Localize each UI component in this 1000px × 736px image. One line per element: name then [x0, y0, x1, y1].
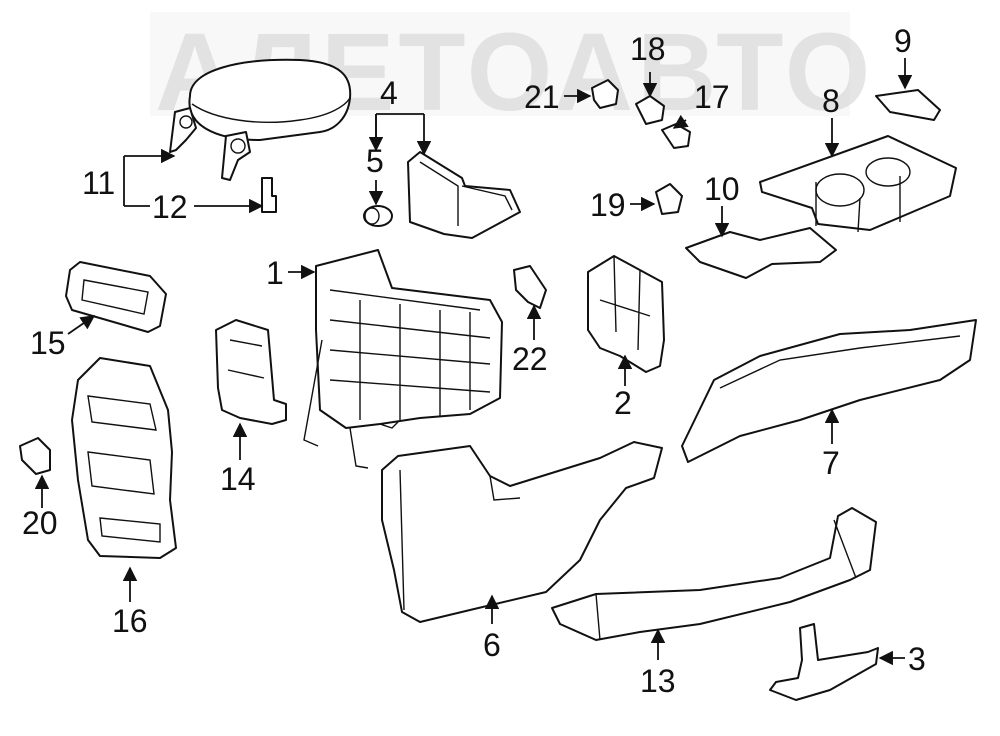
callout-5: 5: [366, 143, 384, 179]
callout-18: 18: [630, 31, 666, 67]
callout-6: 6: [483, 627, 501, 663]
callout-16: 16: [112, 603, 148, 639]
part-15-vent: [65, 261, 167, 333]
callout-19: 19: [590, 187, 626, 223]
part-2-bracket: [587, 255, 665, 373]
callout-12: 12: [152, 189, 188, 225]
part-7-side-panel: [681, 319, 977, 463]
leader-lines: [34, 58, 913, 666]
part-3-bracket: [769, 623, 879, 701]
part-16-rear-panel: [71, 357, 177, 559]
callout-labels: 1 2 3 4 5 6 7 8 9 10 11 12 13 14 15 16 1…: [22, 23, 926, 699]
part-12-clip: [261, 177, 277, 213]
callout-2: 2: [614, 385, 632, 421]
part-1-console-box: [303, 249, 503, 469]
callout-15: 15: [30, 325, 66, 361]
callout-22: 22: [512, 341, 548, 377]
armrest-lid: [169, 58, 352, 181]
callout-3: 3: [908, 641, 926, 677]
callout-17: 17: [694, 79, 730, 115]
callout-7: 7: [822, 445, 840, 481]
part-20-switch: [19, 437, 51, 475]
part-22-switch: [513, 265, 547, 309]
callout-21: 21: [524, 79, 560, 115]
callout-20: 20: [22, 505, 58, 541]
callout-8: 8: [822, 83, 840, 119]
part-21-switch: [591, 79, 619, 109]
part-8-cupholder: [759, 135, 957, 233]
part-13-duct: [551, 507, 877, 641]
part-19-switch: [655, 183, 683, 215]
callout-13: 13: [640, 663, 676, 699]
callout-14: 14: [220, 461, 256, 497]
part-9-mat: [875, 89, 941, 121]
callout-11: 11: [82, 165, 115, 201]
part-14-duct: [215, 319, 287, 425]
callout-4: 4: [380, 75, 398, 111]
callout-1: 1: [266, 255, 284, 291]
callout-9: 9: [894, 23, 912, 59]
callout-10: 10: [704, 171, 740, 207]
part-4-tray: [407, 151, 521, 239]
part-5-plug: [363, 205, 393, 227]
part-6-side-panel: [381, 441, 663, 623]
part-10-mat: [685, 227, 837, 279]
